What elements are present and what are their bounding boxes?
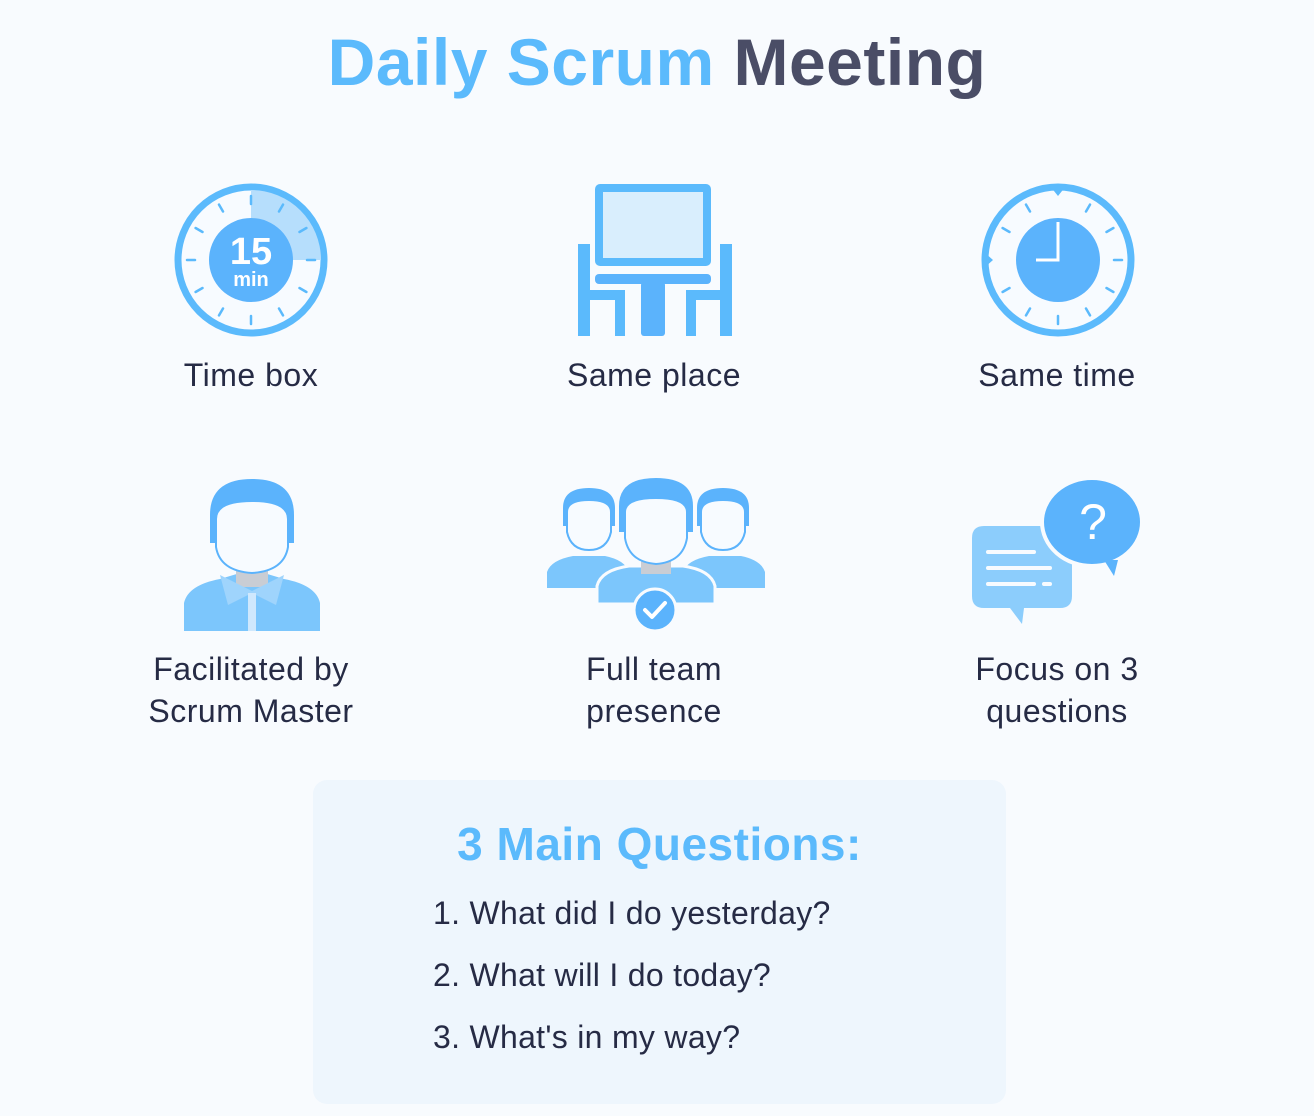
title-accent: Daily Scrum — [327, 25, 715, 99]
item-label: Focus on 3 questions — [975, 651, 1139, 729]
question-item: 2. What will I do today? — [433, 957, 772, 993]
item-label: Same place — [567, 357, 741, 393]
item-label: Same time — [978, 357, 1136, 393]
person-icon — [184, 479, 320, 631]
svg-text:?: ? — [1079, 494, 1107, 550]
item-label: Full team presence — [585, 651, 723, 729]
questions-box: 3 Main Questions: 1. What did I do yeste… — [313, 780, 1006, 1104]
page-title: Daily Scrum Meeting — [0, 22, 1314, 102]
svg-text:min: min — [233, 269, 269, 291]
timer-15min-icon: 15 min — [174, 183, 328, 337]
questions-title: 3 Main Questions: — [457, 818, 862, 870]
question-item: 3. What's in my way? — [433, 1019, 741, 1055]
item-label: Facilitated by Scrum Master — [148, 651, 354, 729]
clock-icon — [981, 183, 1135, 337]
chat-question-icon: ? — [972, 476, 1144, 624]
meeting-table-icon — [578, 184, 732, 336]
svg-text:15: 15 — [230, 231, 272, 273]
item-label: Time box — [183, 357, 319, 393]
title-dark: Meeting — [733, 25, 987, 99]
team-check-icon — [547, 478, 765, 632]
question-item: 1. What did I do yesterday? — [433, 895, 831, 931]
